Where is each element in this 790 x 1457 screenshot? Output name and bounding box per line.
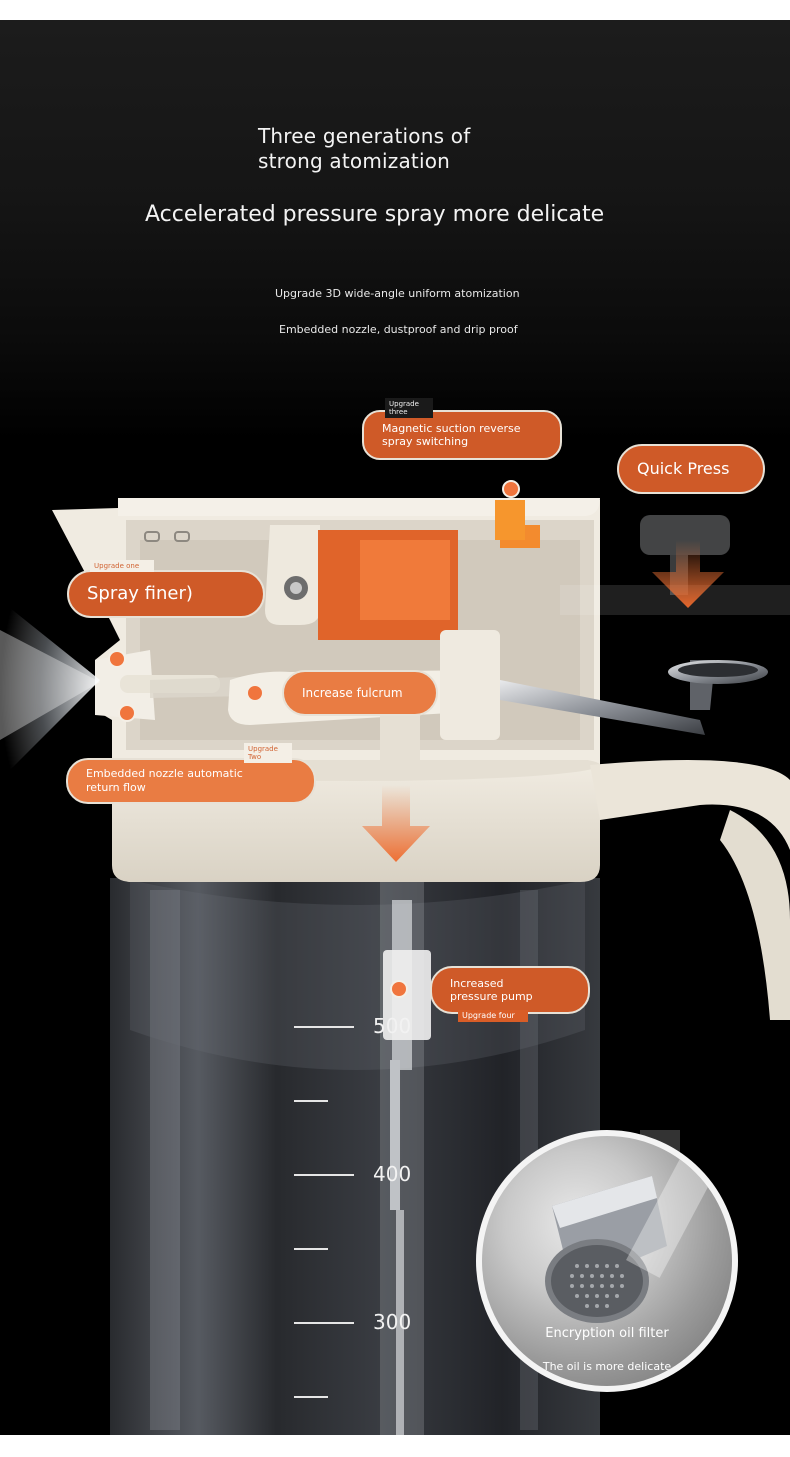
- scale-mark-500: 500: [373, 1014, 412, 1038]
- quick-press-text: Quick Press: [637, 459, 730, 478]
- oil-filter-picture: [545, 1154, 716, 1323]
- scale-tick-300: [294, 1322, 354, 1324]
- scale-tick-350: [294, 1248, 328, 1250]
- increase-fulcrum-text: Increase fulcrum: [302, 686, 403, 700]
- scale-mark-400: 400: [373, 1162, 412, 1186]
- magnetic-suction-callout: Magnetic suction reverse spray switching: [362, 410, 562, 460]
- scale-tick-400: [294, 1174, 354, 1176]
- upgrade-four-tag: Upgrade four: [458, 1010, 528, 1022]
- headline-line-2: strong atomization: [258, 149, 451, 173]
- product-hero-panel: Three generations of strong atomization …: [0, 20, 790, 1435]
- return-flow-dot: [118, 704, 136, 722]
- oil-filter-inset: Encryption oil filter The oil is more de…: [476, 1130, 738, 1392]
- pressure-pump-text: Increased pressure pump: [450, 977, 533, 1003]
- spray-finer-text: Spray finer): [87, 583, 193, 604]
- nozzle-dot: [108, 650, 126, 668]
- pressure-pump-callout: Increased pressure pump: [430, 966, 590, 1014]
- headline-line-1: Three generations of: [258, 124, 471, 148]
- upgrade-two-tag: Upgrade Two: [244, 743, 292, 763]
- feature-line-2: Embedded nozzle, dustproof and drip proo…: [279, 323, 518, 336]
- scale-tick-450: [294, 1100, 328, 1102]
- magnetic-switch-dot: [502, 480, 520, 498]
- scale-tick-250: [294, 1396, 328, 1398]
- filter-title: Encryption oil filter: [545, 1326, 669, 1341]
- filter-caption: The oil is more delicate: [542, 1360, 672, 1373]
- upgrade-three-tag: Upgrade three: [385, 398, 433, 418]
- magnetic-suction-text: Magnetic suction reverse spray switching: [382, 422, 521, 448]
- embedded-nozzle-callout: Embedded nozzle automatic return flow: [66, 758, 316, 804]
- feature-line-1: Upgrade 3D wide-angle uniform atomizatio…: [275, 287, 520, 300]
- pump-dot: [390, 980, 408, 998]
- subtitle: Accelerated pressure spray more delicate: [145, 202, 605, 227]
- upgrade-one-tag: Upgrade one: [90, 560, 154, 572]
- scale-mark-300: 300: [373, 1310, 412, 1334]
- quick-press-callout: Quick Press: [617, 444, 765, 494]
- scale-tick-500: [294, 1026, 354, 1028]
- spray-finer-callout: Spray finer): [67, 570, 265, 618]
- fulcrum-dot: [246, 684, 264, 702]
- embedded-nozzle-text: Embedded nozzle automatic return flow: [86, 767, 243, 794]
- increase-fulcrum-callout: Increase fulcrum: [282, 670, 438, 716]
